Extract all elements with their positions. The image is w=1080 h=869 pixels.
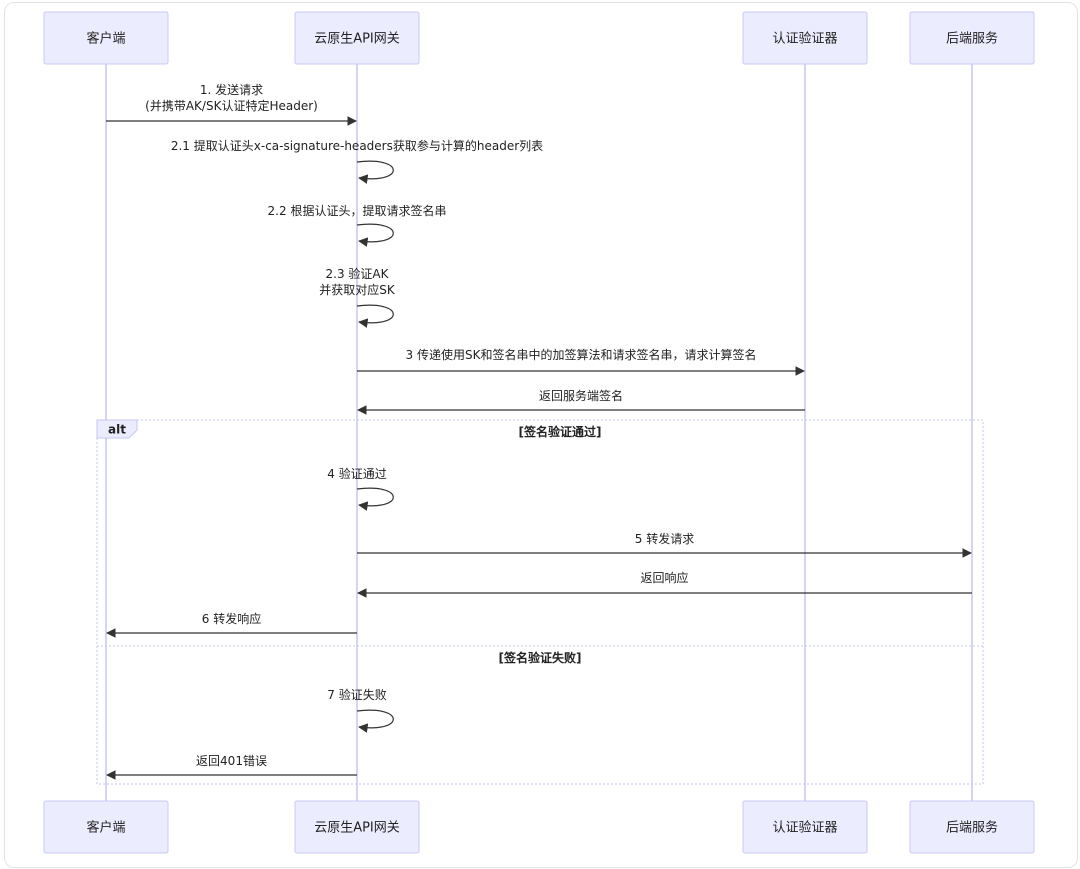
actor-label: 认证验证器 <box>772 31 837 47</box>
actor-gateway-top: 云原生API网关 <box>294 11 420 65</box>
message-label: 4 验证通过 <box>327 466 386 481</box>
alt-frame-box <box>96 419 984 785</box>
message-label: 返回401错误 <box>196 754 267 768</box>
message-label: (并携带AK/SK认证特定Header) <box>145 98 318 113</box>
message-label: 6 转发响应 <box>202 611 261 626</box>
self-arrow <box>356 709 394 733</box>
actor-client-bottom: 客户端 <box>43 800 169 854</box>
message-label: 5 转发请求 <box>635 531 694 546</box>
diagram-frame <box>4 2 1078 868</box>
actor-box <box>742 11 868 65</box>
actor-label: 认证验证器 <box>772 820 837 836</box>
message-2: 2.1 提取认证头x-ca-signature-headers获取参与计算的he… <box>171 138 543 184</box>
message-label: 返回响应 <box>640 570 688 585</box>
actor-backend-top: 后端服务 <box>909 11 1035 65</box>
actor-box <box>909 11 1035 65</box>
message-1: 1. 发送请求(并携带AK/SK认证特定Header) <box>106 82 357 126</box>
message-5: 3 传递使用SK和签名串中的加签算法和请求签名串，请求计算签名 <box>357 347 805 376</box>
alt-label: alt <box>108 423 126 437</box>
actor-backend-bottom: 后端服务 <box>909 800 1035 854</box>
self-arrow <box>356 304 394 328</box>
actor-label: 云原生API网关 <box>314 32 400 47</box>
message-label: 2.2 根据认证头，提取请求签名串 <box>268 203 447 218</box>
actor-auth-bottom: 认证验证器 <box>742 800 868 854</box>
alt-guard-1: [签名验证通过] <box>519 424 602 439</box>
message-8: 5 转发请求 <box>357 531 972 558</box>
message-label: 2.1 提取认证头x-ca-signature-headers获取参与计算的he… <box>171 138 543 153</box>
self-arrow <box>356 160 394 184</box>
actor-auth-top: 认证验证器 <box>742 11 868 65</box>
actor-box <box>742 800 868 854</box>
self-arrow <box>356 487 394 511</box>
actor-label: 云原生API网关 <box>314 821 400 836</box>
message-label: 1. 发送请求 <box>200 82 263 97</box>
message-6: 返回服务端签名 <box>357 388 805 415</box>
actor-client-top: 客户端 <box>43 11 169 65</box>
actor-label: 客户端 <box>86 820 125 836</box>
message-7: 4 验证通过 <box>327 466 394 511</box>
message-label: 7 验证失败 <box>327 687 386 702</box>
message-12: 返回401错误 <box>106 754 357 780</box>
alt-tab <box>96 419 138 439</box>
actor-box <box>294 800 420 854</box>
actor-box <box>294 11 420 65</box>
alt-frame: alt [签名验证通过] [签名验证失败] <box>96 419 984 785</box>
actor-label: 后端服务 <box>946 820 998 836</box>
message-label: 返回服务端签名 <box>539 388 623 403</box>
message-label: 3 传递使用SK和签名串中的加签算法和请求签名串，请求计算签名 <box>406 347 757 362</box>
self-arrow <box>356 223 394 247</box>
message-label: 2.3 验证AK <box>326 266 390 281</box>
actor-label: 后端服务 <box>946 31 998 47</box>
message-10: 6 转发响应 <box>106 611 357 638</box>
actor-gateway-bottom: 云原生API网关 <box>294 800 420 854</box>
message-label: 并获取对应SK <box>319 282 396 297</box>
message-9: 返回响应 <box>357 570 972 598</box>
actor-box <box>909 800 1035 854</box>
message-11: 7 验证失败 <box>327 687 394 733</box>
actor-box <box>43 800 169 854</box>
message-3: 2.2 根据认证头，提取请求签名串 <box>268 203 447 247</box>
actor-box <box>43 11 169 65</box>
messages: 1. 发送请求(并携带AK/SK认证特定Header) 2.1 提取认证头x-ca… <box>106 82 972 780</box>
actor-label: 客户端 <box>86 31 125 47</box>
alt-guard-2: [签名验证失败] <box>499 650 582 665</box>
